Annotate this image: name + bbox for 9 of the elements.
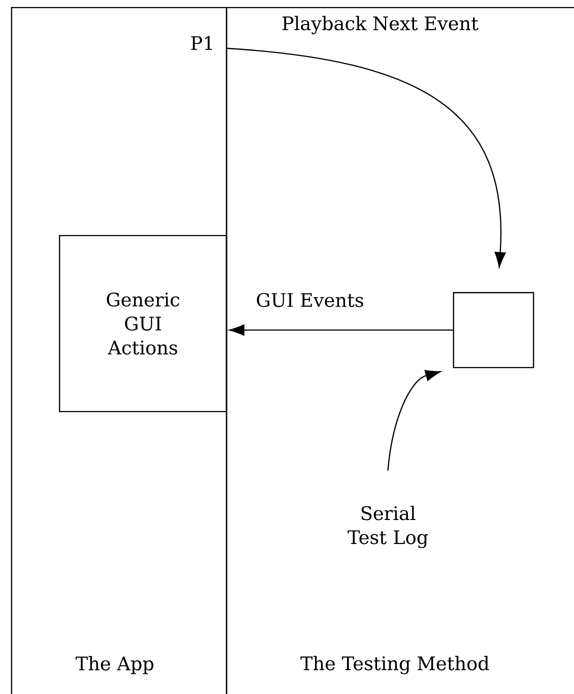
- process-box: Generic GUI Actions: [58, 234, 228, 412]
- arrow: [229, 324, 453, 336]
- edge-label: GUI Events: [254, 292, 366, 308]
- edge-label: Playback Next Event: [280, 14, 480, 36]
- arrow: [387, 370, 441, 471]
- text-label: Serial Test Log: [348, 506, 428, 548]
- empty-box: [452, 292, 534, 368]
- arrow: [226, 48, 506, 268]
- text-label: P1: [191, 36, 212, 50]
